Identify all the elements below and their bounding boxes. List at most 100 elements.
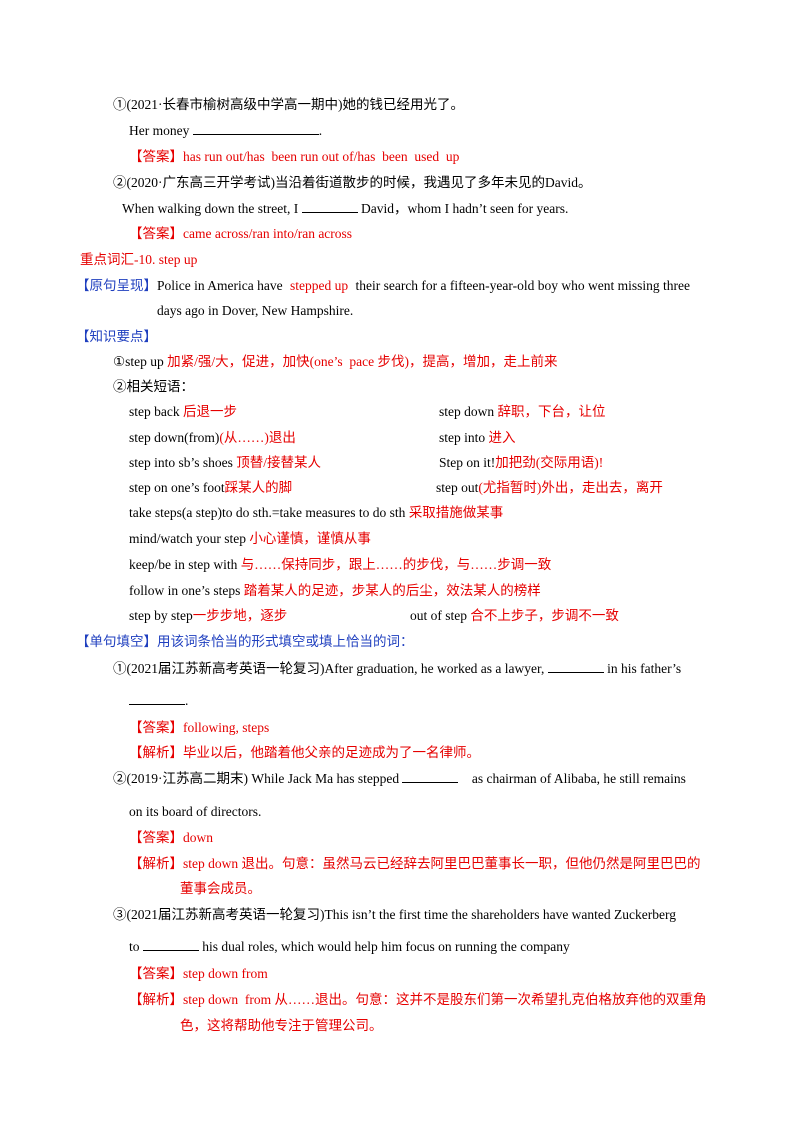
exercise-q3-text-c: his dual roles, which would help him foc…: [202, 939, 570, 954]
phrase-item: step down 辞职，下台，让位: [439, 403, 606, 421]
exercise-instruction: 用该词条恰当的形式填空或填上恰当的词：: [157, 634, 414, 649]
phrase-cn: 小心谨慎，谨慎从事: [249, 531, 371, 546]
exercise-q1-end: .: [185, 693, 189, 708]
phrase-en: step into: [439, 430, 486, 445]
explanation-text: step down from 从……退出。句意：这并不是股东们第一次希望扎克伯格…: [183, 992, 707, 1007]
phrase-cn: 辞职，下台，让位: [497, 404, 606, 419]
original-text-a: Police in America have: [157, 278, 283, 293]
phrase-en: step on one’s foot: [129, 480, 225, 495]
knowledge-point-1: ①step up 加紧/强/大，促进，加快(one’s pace 步伐)，提高，…: [113, 353, 557, 371]
answer-text: has run out/has been run out of/has been…: [183, 149, 460, 164]
answer-text: following, steps: [183, 720, 270, 735]
phrase-item: keep/be in step with 与……保持同步，跟上……的步伐，与………: [129, 556, 551, 574]
exercise-q3-cont: to his dual roles, which would help him …: [129, 938, 570, 956]
phrase-en: step down(from): [129, 430, 220, 445]
answer-blank: [547, 660, 604, 673]
question-2-line: When walking down the street, I David，wh…: [122, 200, 568, 218]
phrase-cn: 与……保持同步，跟上……的步伐，与……步调一致: [240, 557, 552, 572]
phrase-item: out of step 合不上步子，步调不一致: [410, 607, 619, 625]
phrase-en: step down: [439, 404, 495, 419]
phrase-en: take steps(a step)to do sth.=take measur…: [129, 505, 406, 520]
knowledge-point-2: ②相关短语：: [113, 379, 194, 394]
answer-tag: 【答案】: [129, 966, 183, 981]
phrase-en: out of step: [410, 608, 467, 623]
question-1-answer: 【答案】has run out/has been run out of/has …: [129, 148, 459, 166]
phrase-item: follow in one’s steps 踏着某人的足迹，步某人的后尘，效法某…: [129, 582, 541, 600]
phrase-cn: 进入: [488, 430, 516, 445]
phrase-item: step back 后退一步: [129, 403, 237, 421]
explanation-text: 毕业以后，他踏着他父亲的足迹成为了一名律师。: [183, 745, 480, 760]
phrase-en: step by step: [129, 608, 193, 623]
explanation-tag: 【解析】: [129, 992, 183, 1007]
phrase-cn: 踏着某人的足迹，步某人的后尘，效法某人的榜样: [243, 583, 541, 598]
phrase-cn: 踩某人的脚: [224, 480, 293, 495]
exercise-q1: ①(2021届江苏新高考英语一轮复习)After graduation, he …: [113, 660, 681, 678]
answer-tag: 【答案】: [129, 226, 183, 241]
exercise-q1-text-b: in his father’s: [607, 661, 682, 676]
original-highlight: stepped up: [289, 278, 349, 293]
exercise-tag: 【单句填空】: [76, 634, 157, 649]
exercise-q1-answer: 【答案】following, steps: [129, 719, 269, 737]
question-2-end: David，whom I hadn’t seen for years.: [360, 201, 569, 216]
phrase-en: follow in one’s steps: [129, 583, 241, 598]
phrase-cn: 合不上步子，步调不一致: [470, 608, 619, 623]
exercise-q3-explanation: 【解析】step down from 从……退出。句意：这并不是股东们第一次希望…: [129, 991, 707, 1009]
phrase-item: mind/watch your step 小心谨慎，谨慎从事: [129, 530, 371, 548]
phrase-en: mind/watch your step: [129, 531, 246, 546]
phrase-cn: 一步步地，逐步: [192, 608, 288, 623]
answer-blank: [192, 122, 319, 135]
exercise-q1-cont: .: [129, 692, 188, 710]
explanation-text: step down 退出。句意：虽然马云已经辞去阿里巴巴董事长一职，但他仍然是阿…: [183, 856, 701, 871]
phrase-en: step back: [129, 404, 180, 419]
exercise-q1-text: ①(2021届江苏新高考英语一轮复习)After graduation, he …: [113, 661, 545, 676]
question-1-prompt: ①(2021·长春市榆树高级中学高一期中)她的钱已经用光了。: [113, 97, 464, 112]
question-2-text: When walking down the street, I: [122, 201, 299, 216]
phrase-cn: 加把劲(交际用语)!: [495, 455, 604, 470]
exercise-q3-answer: 【答案】step down from: [129, 965, 268, 983]
phrase-item: Step on it!加把劲(交际用语)!: [439, 454, 603, 472]
phrase-item: step into sb’s shoes 顶替/接替某人: [129, 454, 321, 472]
answer-text: step down from: [183, 966, 268, 981]
answer-tag: 【答案】: [129, 830, 183, 845]
phrase-en: step out: [436, 480, 479, 495]
phrase-en: step into sb’s shoes: [129, 455, 233, 470]
phrase-cn: (尤指暂时)外出，走出去，离开: [478, 480, 663, 495]
original-text-c: days ago in Dover, New Hampshire.: [157, 303, 354, 318]
exercise-q2-text: ②(2019·江苏高二期末) While Jack Ma has stepped: [113, 771, 400, 786]
exercise-q2-explanation-cont: 董事会成员。: [180, 881, 261, 896]
explanation-tag: 【解析】: [129, 856, 183, 871]
explanation-tag: 【解析】: [129, 745, 183, 760]
exercise-q2-answer: 【答案】down: [129, 829, 213, 847]
exercise-q3: ③(2021届江苏新高考英语一轮复习)This isn’t the first …: [113, 907, 677, 922]
point-1-cn: 加紧/强/大，促进，加快(one’s pace 步伐)，提高，增加，走上前来: [167, 354, 558, 369]
exercise-q2: ②(2019·江苏高二期末) While Jack Ma has stepped…: [113, 770, 686, 788]
exercise-q2-cont: on its board of directors.: [129, 804, 262, 819]
phrase-cn: (从……)退出: [219, 430, 296, 445]
question-1-text: Her money: [129, 123, 190, 138]
exercise-q2-text-b: as chairman of Alibaba, he still remains: [471, 771, 686, 786]
phrase-item: take steps(a step)to do sth.=take measur…: [129, 504, 503, 522]
answer-blank: [142, 938, 199, 951]
phrase-item: step into 进入: [439, 429, 516, 447]
phrase-cn: 采取措施做某事: [408, 505, 504, 520]
phrase-item: step on one’s foot踩某人的脚: [129, 479, 292, 497]
original-text-b: their search for a fifteen-year-old boy …: [355, 278, 690, 293]
phrase-en: keep/be in step with: [129, 557, 238, 572]
phrase-cn: 顶替/接替某人: [236, 455, 322, 470]
answer-blank: [301, 200, 358, 213]
knowledge-tag: 【知识要点】: [76, 329, 157, 344]
original-tag: 【原句呈现】: [76, 278, 157, 293]
answer-blank: [129, 692, 185, 705]
phrase-cn: 后退一步: [182, 404, 237, 419]
exercise-q3-explanation-cont: 色，这将帮助他专注于管理公司。: [180, 1018, 383, 1033]
phrase-item: step by step一步步地，逐步: [129, 607, 287, 625]
exercise-header: 【单句填空】用该词条恰当的形式填空或填上恰当的词：: [76, 633, 414, 651]
original-sentence: 【原句呈现】Police in America have stepped up …: [76, 277, 690, 295]
question-1-end: .: [318, 123, 323, 138]
answer-text: down: [183, 830, 213, 845]
question-1-line: Her money .: [129, 122, 322, 140]
answer-blank: [402, 770, 459, 783]
point-1-en: ①step up: [113, 354, 164, 369]
exercise-q3-text-b: to: [129, 939, 140, 954]
phrase-item: step out(尤指暂时)外出，走出去，离开: [436, 479, 663, 497]
